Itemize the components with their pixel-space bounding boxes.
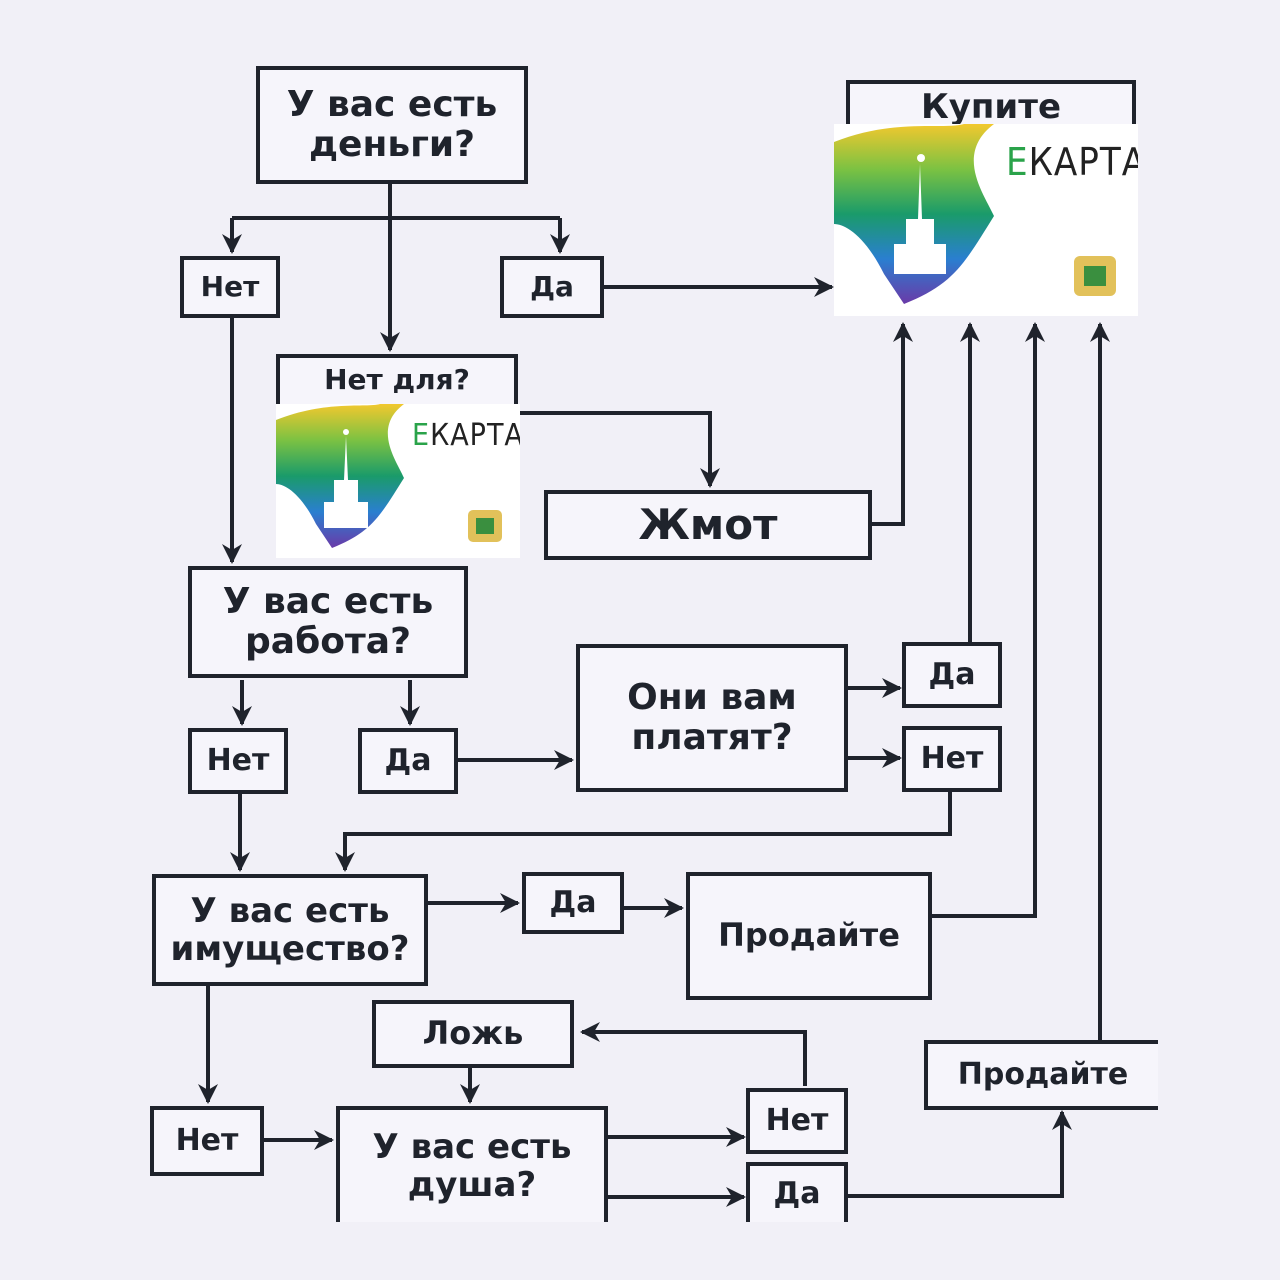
property-no-label: Нет xyxy=(175,1123,239,1159)
card-brand-initial-large: Е xyxy=(1006,140,1029,184)
card-graphic-small xyxy=(276,404,502,548)
property-no-box: Нет xyxy=(150,1106,264,1176)
ekarta-card-small: ЕКАРТА xyxy=(276,404,520,558)
property-question-label: У вас есть имущество? xyxy=(170,890,410,969)
buy-box: Купите xyxy=(846,80,1136,128)
paid-question-label: Они вам платят? xyxy=(627,676,797,758)
stingy-box: Жмот xyxy=(544,490,872,560)
property-yes-box: Да xyxy=(522,872,624,934)
ekarta-card-large: ЕКАРТА xyxy=(834,124,1138,316)
arrow-sell-to-buy xyxy=(932,322,1045,918)
paid-yes-box: Да xyxy=(902,642,1002,708)
soul-yes-box: Да xyxy=(746,1162,848,1222)
arrow-soulyes-to-sell xyxy=(848,1110,1072,1198)
money-question-box: У вас есть деньги? xyxy=(256,66,528,184)
card-graphic-large xyxy=(834,124,1116,304)
money-yes-label: Да xyxy=(530,270,574,304)
lie-box: Ложь xyxy=(372,1000,574,1068)
money-question-label: У вас есть деньги? xyxy=(286,83,498,165)
arrow-stingy-to-buy xyxy=(872,322,913,526)
paid-question-box: Они вам платят? xyxy=(576,644,848,792)
soul-no-box: Нет xyxy=(746,1088,848,1154)
no-for-box: Нет для? xyxy=(276,354,518,410)
card-brand-name-large: КАРТА xyxy=(1028,140,1138,184)
soul-yes-label: Да xyxy=(773,1176,821,1212)
no-for-label: Нет для? xyxy=(324,363,470,396)
soul-question-box: У вас есть душа? xyxy=(336,1106,608,1222)
job-question-label: У вас есть работа? xyxy=(222,580,434,662)
paid-yes-label: Да xyxy=(928,657,976,693)
money-yes-box: Да xyxy=(500,256,604,318)
soul-question-label: У вас есть душа? xyxy=(372,1126,572,1205)
job-yes-label: Да xyxy=(384,743,432,779)
arrow-soulno-to-lie xyxy=(580,1022,807,1086)
money-no-label: Нет xyxy=(200,270,260,304)
card-brand-small: ЕКАРТА xyxy=(412,418,520,453)
buy-label: Купите xyxy=(920,87,1062,127)
job-question-box: У вас есть работа? xyxy=(188,566,468,678)
money-no-box: Нет xyxy=(180,256,280,318)
sell-property-box: Продайте xyxy=(686,872,932,1000)
sell-property-label: Продайте xyxy=(718,916,900,955)
arrow-nofor-to-stingy xyxy=(520,411,720,488)
stingy-label: Жмот xyxy=(638,500,778,550)
job-yes-box: Да xyxy=(358,728,458,794)
card-brand-name-small: КАРТА xyxy=(430,418,520,453)
soul-no-label: Нет xyxy=(765,1103,829,1139)
sell-soul-box: Продайте xyxy=(924,1040,1158,1110)
property-yes-label: Да xyxy=(549,885,597,921)
paid-no-box: Нет xyxy=(902,726,1002,792)
property-question-box: У вас есть имущество? xyxy=(152,874,428,986)
card-brand-large: ЕКАРТА xyxy=(1006,140,1138,184)
sell-soul-label: Продайте xyxy=(957,1057,1129,1093)
job-no-box: Нет xyxy=(188,728,288,794)
lie-label: Ложь xyxy=(422,1014,524,1053)
job-no-label: Нет xyxy=(206,743,270,779)
card-brand-initial-small: Е xyxy=(412,418,431,453)
arrow-paidno-to-property xyxy=(335,792,952,872)
paid-no-label: Нет xyxy=(920,741,984,777)
